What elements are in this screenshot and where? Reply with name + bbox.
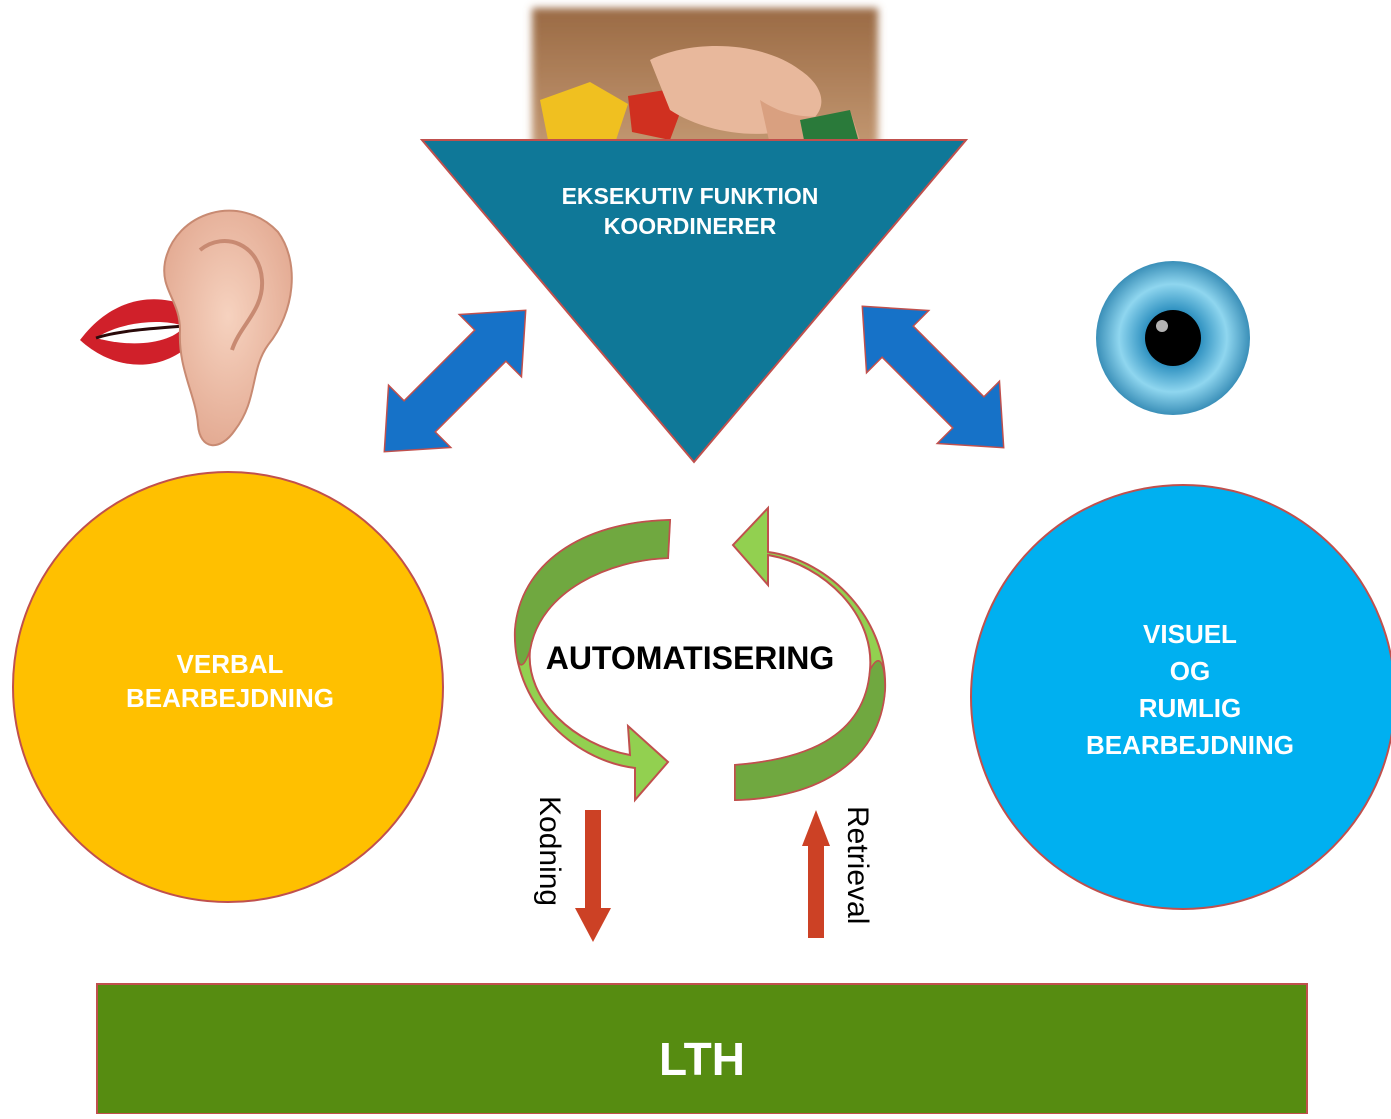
verbal-processing-label: VERBAL BEARBEJDNING [80, 648, 380, 716]
verbal-line-2: BEARBEJDNING [125, 682, 335, 713]
ear-icon [163, 209, 293, 447]
executive-line-2: KOORDINERER [603, 212, 777, 239]
cycle-arrow-bottom-right [731, 505, 887, 802]
visual-line-4: BEARBEJDNING [1085, 729, 1295, 760]
visual-line-2: OG [1169, 655, 1211, 686]
verbal-processing-circle [12, 471, 444, 903]
cycle-arrow-top-left [513, 518, 672, 803]
executive-line-1: EKSEKUTIV FUNKTION [561, 183, 819, 209]
visual-spatial-label: VISUEL OG RUMLIG BEARBEJDNING [1040, 616, 1340, 764]
right-double-arrow [861, 305, 1005, 449]
retrieval-label: Retrieval [841, 806, 874, 925]
encoding-label: Kodning [533, 796, 566, 907]
visual-spatial-circle [970, 484, 1391, 910]
visual-line-1: VISUEL [1143, 619, 1237, 649]
executive-function-label: EKSEKUTIV FUNKTION KOORDINERER [520, 182, 860, 242]
ltm-box [96, 983, 1308, 1115]
mouth-icon [80, 299, 200, 365]
visual-line-3: RUMLIG [1138, 692, 1242, 723]
encoding-arrow [575, 810, 611, 942]
ltm-label: LTH [658, 1033, 745, 1085]
automation-label: AUTOMATISERING [545, 640, 835, 676]
executive-function-triangle [419, 139, 969, 464]
retrieval-arrow [802, 810, 830, 938]
left-double-arrow [383, 309, 527, 453]
eye-icon [1096, 261, 1250, 415]
hand-with-blocks-photo [532, 8, 878, 156]
verbal-line-1: VERBAL [176, 649, 284, 679]
